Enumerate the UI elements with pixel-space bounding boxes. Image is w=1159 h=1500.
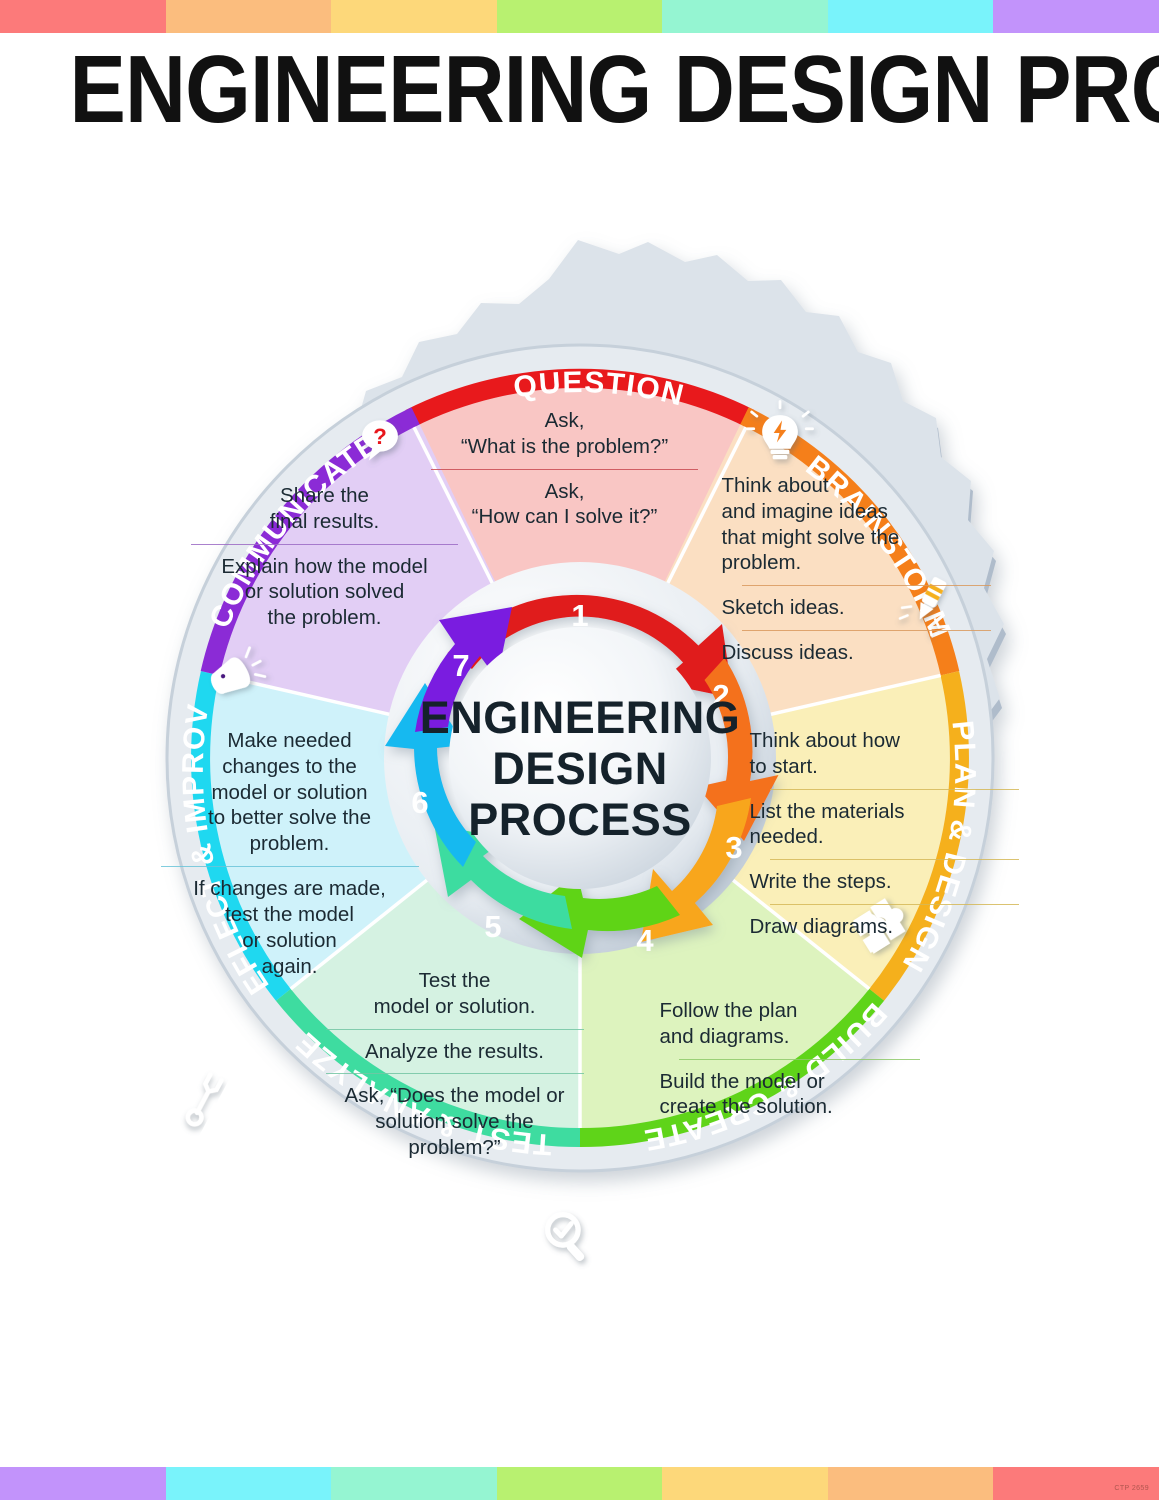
sector-item-text: List the materials needed.: [749, 799, 905, 849]
sector-item-text: Discuss ideas.: [721, 641, 854, 665]
magnifier-check-icon: [544, 1212, 584, 1261]
sector-items-brainstorm: Think about and imagine ideas that might…: [722, 473, 1012, 666]
stripe-5: [827, 1467, 994, 1500]
stripe-4: [662, 1467, 828, 1500]
megaphone-icon: [210, 646, 266, 694]
item-divider: [741, 585, 992, 587]
bottom-color-stripe-bar: [0, 1467, 1159, 1500]
sector-item-text: Write the steps.: [749, 870, 892, 894]
sector-items-build-create: Follow the plan and diagrams. Build the m…: [660, 998, 940, 1120]
band-communicate: [200, 407, 420, 676]
hub-title-line3: PROCESS: [468, 794, 692, 845]
sector-item-text: Think about how to start.: [749, 729, 900, 778]
arrow-number-1: 1: [571, 598, 588, 633]
engineering-design-process-wheel: QUESTION BRAINSTORM PLAN & DESIGN BUILD …: [50, 228, 1110, 1358]
wheel-svg: QUESTION BRAINSTORM PLAN & DESIGN BUILD …: [50, 228, 1006, 1261]
sector-item-text: Analyze the results.: [365, 1039, 544, 1063]
svg-text:?: ?: [373, 424, 387, 449]
sector-item-text: Build the model or create the solution.: [659, 1069, 833, 1119]
process-arrow-4[interactable]: [518, 873, 680, 958]
sector-item-text: Ask, “What is the problem?”: [460, 409, 669, 458]
band-question: [404, 368, 755, 428]
band-test-analyze: [275, 988, 580, 1147]
item-divider: [325, 1073, 584, 1075]
band-reflect-improve: [190, 671, 291, 1001]
hub-title-line2: DESIGN: [492, 743, 668, 794]
sector-item-text: Share the final results.: [269, 484, 380, 533]
stripe-1: [165, 0, 332, 33]
band-plan-design: [868, 671, 969, 1001]
sector-item-text: Follow the plan and diagrams.: [659, 999, 798, 1048]
arrow-number-2: 2: [712, 678, 729, 713]
arrow-number-3: 3: [725, 830, 742, 865]
process-arrow-7[interactable]: [414, 607, 512, 732]
product-code: CTP 2659: [1114, 1485, 1149, 1492]
stripe-0: [0, 1467, 166, 1500]
sector-item-text: Test the model or solution.: [373, 969, 536, 1018]
wrench-icon: [185, 1072, 224, 1127]
item-divider: [431, 468, 698, 470]
stripe-2: [331, 0, 497, 33]
sector-item-text: Sketch ideas.: [721, 596, 845, 620]
item-divider: [769, 859, 1020, 861]
sector-item-text: Explain how the model or solution solved…: [221, 554, 428, 630]
hub-title-line1: ENGINEERING: [419, 692, 740, 743]
item-divider: [679, 1058, 920, 1060]
item-divider: [191, 543, 458, 545]
arrow-number-4: 4: [636, 923, 654, 958]
stripe-1: [165, 1467, 332, 1500]
page-title: ENGINEERING DESIGN PROCESS: [69, 36, 1159, 143]
stripe-0: [0, 0, 166, 33]
sector-item-text: Draw diagrams.: [749, 915, 894, 939]
sector-items-test-analyze: Test the model or solution. Analyze the r…: [305, 968, 605, 1161]
item-divider: [741, 630, 992, 632]
item-divider: [769, 788, 1020, 790]
stripe-6: [993, 1467, 1159, 1500]
stripe-6: [993, 0, 1159, 33]
stripe-5: [827, 0, 994, 33]
band-build-create: [579, 988, 884, 1147]
sector-items-question: Ask, “What is the problem?” Ask, “How can…: [410, 408, 720, 530]
sector-item-text: Make needed changes to the model or solu…: [208, 729, 371, 856]
stripe-4: [662, 0, 828, 33]
sector-item-text: Think about and imagine ideas that might…: [721, 474, 900, 575]
gear-hub-plate-edge: [165, 343, 994, 1173]
arrow-number-6: 6: [411, 785, 428, 820]
band-brainstorm: [739, 407, 959, 676]
item-divider: [325, 1028, 584, 1030]
process-arrow-2[interactable]: [696, 658, 779, 841]
sector-items-reflect-improve: Make needed changes to the model or solu…: [140, 728, 440, 979]
stripe-3: [496, 1467, 663, 1500]
item-divider: [769, 904, 1020, 906]
stripe-2: [331, 1467, 497, 1500]
item-divider: [160, 866, 419, 868]
top-color-stripe-bar: [0, 0, 1159, 33]
hub-disc: [448, 627, 711, 889]
sector-items-communicate: Share the final results. Explain how the …: [170, 483, 480, 631]
arrow-number-7: 7: [452, 648, 469, 683]
process-arrow-1[interactable]: [447, 594, 733, 698]
sector-item-text: Ask, “Does the model or solution solve t…: [344, 1084, 565, 1160]
stripe-3: [496, 0, 663, 33]
sector-items-plan-design: Think about how to start. List the materi…: [750, 728, 1040, 940]
lightbulb-icon: [745, 400, 814, 460]
puzzle-piece-icon: [851, 898, 905, 954]
sector-item-text: If changes are made, test the model or s…: [193, 877, 386, 978]
arrow-number-5: 5: [484, 909, 501, 944]
question-speech-bubble-icon: ?: [361, 420, 398, 461]
sector-item-text: Ask, “How can I solve it?”: [471, 479, 658, 529]
